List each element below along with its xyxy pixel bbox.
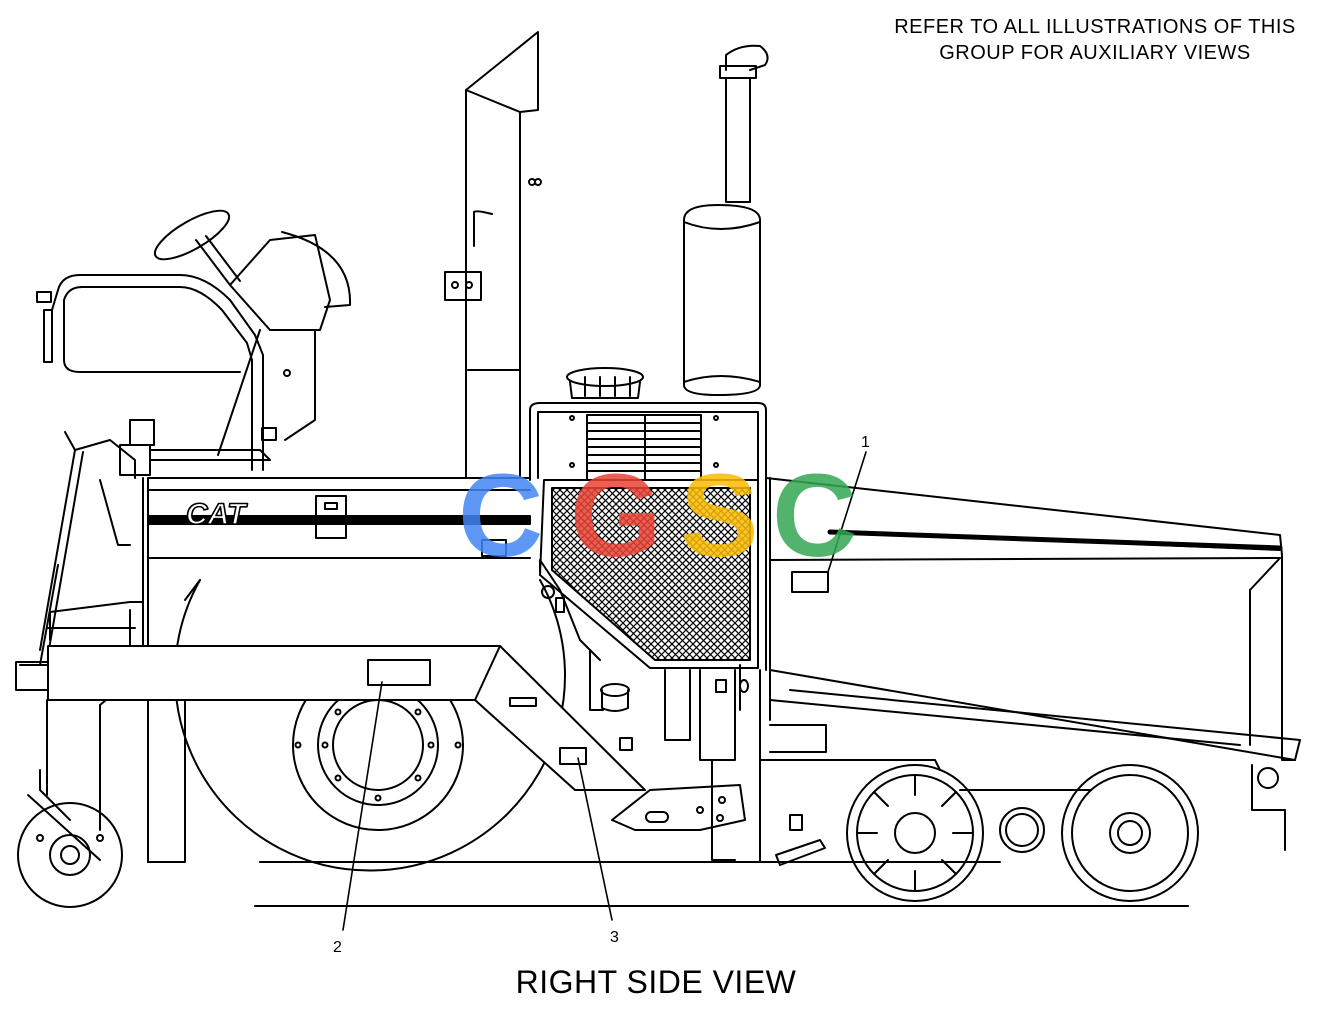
cross-beam [47, 645, 646, 791]
center-mechanism [259, 559, 1001, 866]
screed-assembly [15, 431, 144, 861]
bogie-tire-front [846, 764, 984, 902]
steering-console [119, 209, 352, 476]
air-cleaner-cap [566, 367, 644, 399]
bogie-center-hub [959, 789, 1091, 853]
hopper [759, 477, 1301, 851]
callout-1-leader [827, 451, 867, 573]
watermark-letter-4: C [772, 450, 857, 582]
note-line-2: GROUP FOR AUXILIARY VIEWS [939, 42, 1251, 64]
auxiliary-views-note: REFER TO ALL ILLUSTRATIONS OF THIS GROUP… [860, 14, 1330, 66]
callout-2-leader [342, 681, 383, 931]
watermark-letter-3: S [680, 450, 759, 582]
cat-logo: CAT [186, 498, 248, 531]
engine-grille-frame [539, 479, 759, 669]
callout-3-number: 3 [610, 929, 619, 946]
bogie-tire-rear [1061, 764, 1199, 902]
engine-enclosure [529, 402, 767, 671]
note-line-1: REFER TO ALL ILLUSTRATIONS OF THIS [894, 16, 1296, 38]
watermark-letter-1: C [458, 450, 543, 582]
operator-rail [36, 274, 264, 471]
screed-wheel [17, 802, 123, 908]
engine-grille [551, 487, 751, 661]
callout-3-leader [577, 757, 613, 921]
callout-2-number: 2 [333, 939, 342, 956]
view-title: RIGHT SIDE VIEW [515, 964, 797, 1000]
callout-1-number: 1 [861, 434, 870, 451]
watermark-letter-2: G [570, 450, 662, 582]
exhaust-duct [444, 31, 542, 479]
muffler [683, 44, 769, 396]
